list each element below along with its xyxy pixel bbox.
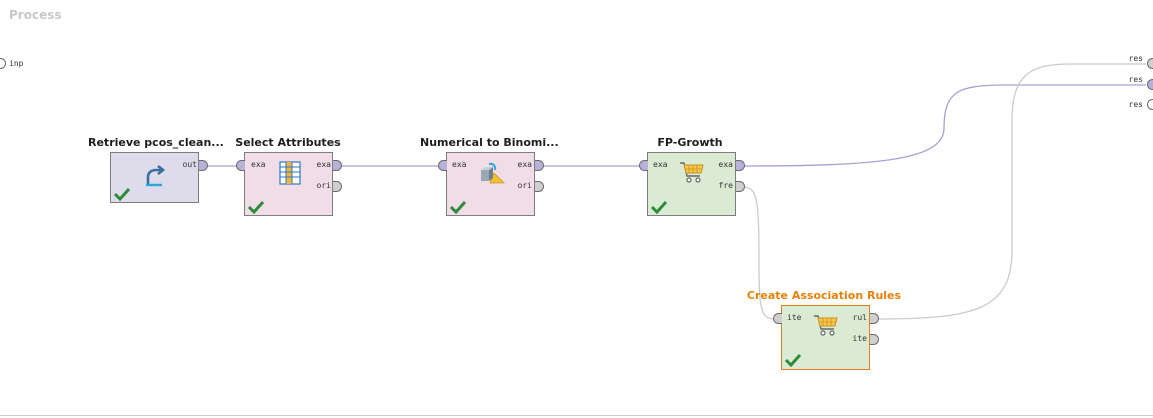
numerical-out1-port-label: exa xyxy=(517,160,532,169)
rules-in-port[interactable] xyxy=(773,313,782,324)
select-out2-port[interactable] xyxy=(333,181,342,192)
fpgrowth-operator-title: FP-Growth xyxy=(657,136,723,149)
connection-fpgrowth-res2 xyxy=(742,84,1146,167)
rules-out1-port-label: rul xyxy=(852,313,867,322)
fpgrowth-out2-port-label: fre xyxy=(718,181,733,190)
numerical-out2-port-label: ori xyxy=(517,181,532,190)
numerical-to-binominal-operator[interactable] xyxy=(446,152,535,216)
result-port-2[interactable] xyxy=(1147,79,1153,90)
retrieve-out-port-label: out xyxy=(182,160,197,169)
result-port-2-label: res xyxy=(1128,75,1143,84)
numerical-in-port-label: exa xyxy=(452,160,467,169)
select-in-port-label: exa xyxy=(251,160,266,169)
check-icon xyxy=(113,187,131,201)
panel-bottom-border xyxy=(0,415,1153,416)
table-columns-icon xyxy=(279,161,301,185)
select-out1-port-label: exa xyxy=(316,160,331,169)
retrieve-operator[interactable] xyxy=(110,152,199,203)
fpgrowth-out1-port-label: exa xyxy=(718,160,733,169)
result-port-1-label: res xyxy=(1128,54,1143,63)
select-out2-port-label: ori xyxy=(316,181,331,190)
process-input-port-label: inp xyxy=(9,59,24,68)
result-port-3-label: res xyxy=(1128,100,1143,109)
create-association-rules-operator[interactable] xyxy=(781,305,870,370)
fp-growth-operator[interactable] xyxy=(647,152,736,216)
check-icon xyxy=(247,200,265,214)
numerical-out1-port[interactable] xyxy=(535,160,544,171)
check-icon xyxy=(784,353,802,367)
check-icon xyxy=(449,200,467,214)
shopping-cart-icon xyxy=(814,315,838,336)
result-port-1[interactable] xyxy=(1147,58,1153,69)
fpgrowth-in-port-label: exa xyxy=(653,160,668,169)
fpgrowth-in-port[interactable] xyxy=(639,160,648,171)
shopping-cart-icon xyxy=(680,162,704,183)
retrieve-operator-title: Retrieve pcos_clean... xyxy=(88,136,224,149)
result-port-3[interactable] xyxy=(1147,99,1153,110)
select-in-port[interactable] xyxy=(236,160,245,171)
rules-out2-port-label: ite xyxy=(852,334,867,343)
connection-rules-res1 xyxy=(876,63,1146,320)
select-out1-port[interactable] xyxy=(333,160,342,171)
process-title: Process xyxy=(9,8,62,22)
connection-fpgrowth-rules xyxy=(742,186,774,320)
retrieve-out-port[interactable] xyxy=(199,160,208,171)
rules-operator-title: Create Association Rules xyxy=(746,289,902,302)
numerical-out2-port[interactable] xyxy=(535,181,544,192)
select-operator-title: Select Attributes xyxy=(235,136,341,149)
select-attributes-operator[interactable] xyxy=(244,152,333,216)
rules-out2-port[interactable] xyxy=(870,334,879,345)
rules-in-port-label: ite xyxy=(787,313,802,322)
fpgrowth-out1-port[interactable] xyxy=(736,160,745,171)
rules-out1-port[interactable] xyxy=(870,313,879,324)
numerical-operator-title: Numerical to Binomi... xyxy=(420,136,559,149)
check-icon xyxy=(650,200,668,214)
retrieve-arrow-icon xyxy=(146,164,166,187)
numerical-in-port[interactable] xyxy=(438,160,447,171)
fpgrowth-out2-port[interactable] xyxy=(736,181,745,192)
shapes-convert-icon xyxy=(481,162,505,184)
